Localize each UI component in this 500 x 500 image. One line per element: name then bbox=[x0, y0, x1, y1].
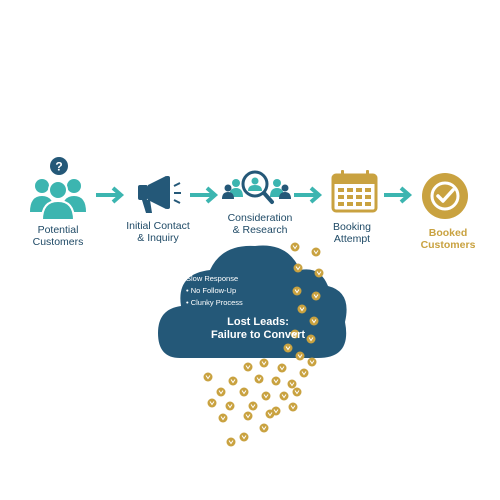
lead-coin bbox=[265, 409, 275, 419]
lead-coin-mark bbox=[295, 266, 301, 271]
lead-coin bbox=[271, 376, 281, 386]
lead-coin-mark bbox=[289, 382, 295, 387]
lead-coin-mark bbox=[279, 366, 285, 371]
lead-coin-mark bbox=[316, 271, 322, 276]
reason-item: • Clunky Process bbox=[186, 298, 243, 307]
lead-coin-mark bbox=[297, 354, 303, 359]
lead-coin bbox=[314, 268, 324, 278]
lead-coin-mark bbox=[273, 379, 279, 384]
lead-coin bbox=[207, 398, 217, 408]
lead-coin-mark bbox=[273, 409, 279, 414]
lead-coin-mark bbox=[313, 250, 319, 255]
lead-coin bbox=[292, 286, 302, 296]
lead-coin-mark bbox=[292, 332, 298, 337]
reason-item: Slow Response bbox=[186, 274, 239, 283]
lost-reasons-list: Slow Response • No Follow-Up • Clunky Pr… bbox=[186, 273, 243, 309]
lead-coin bbox=[243, 411, 253, 421]
lead-coin bbox=[259, 423, 269, 433]
lead-coin bbox=[311, 291, 321, 301]
lead-coin bbox=[293, 263, 303, 273]
lead-coin-mark bbox=[290, 405, 296, 410]
lead-coin bbox=[307, 357, 317, 367]
lead-coin bbox=[299, 368, 309, 378]
lead-coin bbox=[306, 334, 316, 344]
flow-arrow bbox=[96, 186, 125, 204]
lead-coin-mark bbox=[209, 401, 215, 406]
lead-coin bbox=[290, 329, 300, 339]
lead-coin bbox=[228, 376, 238, 386]
reason-item: • No Follow-Up bbox=[186, 286, 237, 295]
lead-coin bbox=[277, 363, 287, 373]
lead-coin-mark bbox=[245, 414, 251, 419]
lead-coin-mark bbox=[256, 377, 262, 382]
lead-coin bbox=[254, 374, 264, 384]
lead-coin-mark bbox=[220, 416, 226, 421]
lead-coin bbox=[288, 402, 298, 412]
lead-coin-mark bbox=[261, 426, 267, 431]
lead-coin bbox=[239, 387, 249, 397]
lead-coin bbox=[292, 387, 302, 397]
lead-coin bbox=[279, 391, 289, 401]
lead-coin bbox=[248, 401, 258, 411]
svg-text:?: ? bbox=[55, 160, 62, 174]
lost-leads-cloud bbox=[158, 245, 347, 358]
lead-coin bbox=[297, 304, 307, 314]
lead-coin-mark bbox=[218, 390, 224, 395]
lead-coin bbox=[295, 351, 305, 361]
lead-coin-mark bbox=[301, 371, 307, 376]
lead-coin-mark bbox=[250, 404, 256, 409]
lead-coin-mark bbox=[294, 390, 300, 395]
lead-coin-mark bbox=[299, 307, 305, 312]
lead-coin bbox=[218, 413, 228, 423]
lead-coin-mark bbox=[294, 289, 300, 294]
lead-coin-mark bbox=[267, 412, 273, 417]
flow-arrow bbox=[384, 186, 413, 204]
lead-coin bbox=[283, 343, 293, 353]
lead-coin bbox=[290, 242, 300, 252]
lead-coin bbox=[216, 387, 226, 397]
lead-coin-mark bbox=[285, 346, 291, 351]
lead-coin-mark bbox=[308, 337, 314, 342]
lead-coin-mark bbox=[245, 365, 251, 370]
lead-coin bbox=[239, 432, 249, 442]
flow-arrow bbox=[294, 186, 323, 204]
lead-coin bbox=[309, 316, 319, 326]
megaphone-icon bbox=[138, 176, 181, 213]
lead-coin bbox=[261, 391, 271, 401]
lead-coin bbox=[243, 362, 253, 372]
lead-coin-mark bbox=[311, 319, 317, 324]
lead-coin-mark bbox=[205, 375, 211, 380]
lead-coin bbox=[225, 401, 235, 411]
cloud-title: Lost Leads:Failure to Convert bbox=[210, 316, 306, 341]
leaking-leads bbox=[203, 242, 324, 447]
lead-coin bbox=[259, 358, 269, 368]
lead-coin-mark bbox=[292, 245, 298, 250]
lead-coin bbox=[287, 379, 297, 389]
stage-label-consideration: Consideration& Research bbox=[227, 212, 293, 236]
checkmark-badge-icon bbox=[422, 173, 468, 219]
lead-coin-mark bbox=[281, 394, 287, 399]
lead-coin-mark bbox=[263, 394, 269, 399]
lead-coin bbox=[226, 437, 236, 447]
lead-coin-mark bbox=[227, 404, 233, 409]
lead-coin-mark bbox=[261, 361, 267, 366]
lead-coin-mark bbox=[241, 390, 247, 395]
lead-coin-mark bbox=[228, 440, 234, 445]
group-search-icon bbox=[222, 170, 291, 204]
lead-coin bbox=[311, 247, 321, 257]
lead-coin-mark bbox=[230, 379, 236, 384]
stage-label-initial-contact: Initial Contact& Inquiry bbox=[126, 220, 190, 244]
lead-coin-mark bbox=[241, 435, 247, 440]
lead-coin bbox=[203, 372, 213, 382]
calendar-icon bbox=[331, 170, 378, 213]
lead-coin-mark bbox=[313, 294, 319, 299]
lead-coin-mark bbox=[309, 360, 315, 365]
flow-arrow bbox=[190, 186, 219, 204]
people-question-icon: ? bbox=[30, 157, 86, 221]
